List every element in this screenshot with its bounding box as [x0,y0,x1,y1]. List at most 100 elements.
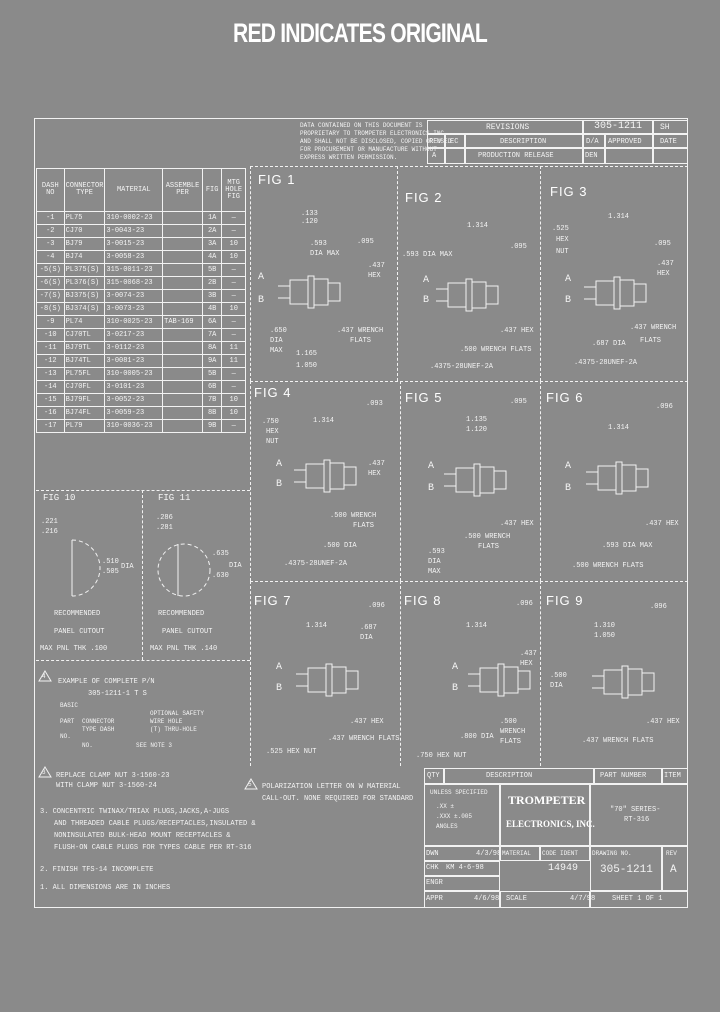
drawing-no-value: 305-1211 [600,864,653,876]
connector-type-cell: PL75FL [63,367,106,381]
fig-cell: 6B [201,380,223,394]
dash-no-header: DASH NO [36,168,65,212]
mtg-hole-fig-cell: — [221,289,246,303]
dimension-label: .593 DIA MAX [602,542,653,550]
note-text: OPTIONAL SAFETY [150,710,205,717]
note-text: FLUSH-ON CABLE PLUGS FOR TYPES CABLE PER… [54,844,252,852]
dimension-label: FLATS [640,337,662,345]
dimension-label: DIA [270,337,283,345]
dimension-label: .095 [654,240,671,248]
drawing-title: RT-316 [624,816,650,824]
connector-type-cell: BJ74FL [63,406,106,420]
dimension-label: DIA [229,562,242,570]
dimension-label: .096 [368,602,385,610]
assemble-per-cell [162,250,203,264]
grid-line [250,381,251,581]
dash-no-cell: -9 [36,315,65,329]
material-cell: 3-0112-23 [104,341,164,355]
company-logo: ELECTRONICS, INC. [506,819,595,829]
qty-header: QTY [427,772,440,780]
figure-label: FIG 11 [158,493,191,503]
grid-line [540,381,541,581]
fig-cell: 8B [201,406,223,420]
part-number-header: PART NUMBER [600,772,647,780]
note-triangle-icon [244,778,258,790]
dimension-label: .800 DIA [460,733,494,741]
dimension-label: NUT [266,438,279,446]
appr-label: APPR [426,895,443,903]
grid-line [250,381,688,382]
terminal-b-label: B [452,683,459,694]
code-ident-label: CODE IDENT [542,850,579,857]
dimension-label: .095 [510,243,527,251]
fig-cell: 9A [201,354,223,368]
chk-label: CHK [426,864,439,872]
fig-cell: 2B [201,276,223,290]
tolerance-value: ANGLES [436,823,458,830]
dimension-label: 1.314 [306,622,328,630]
assemble-per-cell [162,367,203,381]
grid-line [540,166,541,381]
panel-cutout-drawing [71,539,101,597]
terminal-a-label: A [428,461,435,472]
dimension-label: DIA [550,682,563,690]
dimension-label: 1.310 [594,622,616,630]
caption: RECOMMENDED [158,610,205,618]
figure-label: FIG 4 [254,385,292,400]
material-cell: 3-0101-23 [104,380,164,394]
dimension-label: .281 [156,524,173,532]
dimension-label: .437 HEX [645,520,679,528]
dimension-label: .096 [656,403,673,411]
note-text: CALL-OUT. NONE REQUIRED FOR STANDARD [262,795,414,803]
dimension-label: .500 WRENCH FLATS [460,346,532,354]
rev-col-header: REV [429,138,442,146]
connector-drawing [443,463,507,497]
connector-drawing [435,278,499,312]
drawing-title: "70" SERIES- [610,806,661,814]
dimension-label: .096 [516,600,533,608]
dimension-label: WRENCH [500,728,526,736]
tolerance-value: .XXX ±.005 [436,813,473,820]
note-text: EXAMPLE OF COMPLETE P/N [58,678,155,686]
fig-cell: 4A [201,250,223,264]
description-col-header: DESCRIPTION [500,138,547,146]
dimension-label: .593 [310,240,327,248]
material-cell: 3-0043-23 [104,224,164,238]
note-text: NO. [60,733,71,740]
mtg-hole-fig-cell: 11 [221,354,246,368]
dash-no-cell: -2 [36,224,65,238]
revisions-title: REVISIONS [486,123,530,132]
dimension-label: .096 [650,603,667,611]
terminal-a-label: A [258,272,265,283]
dimension-label: .095 [357,238,374,246]
material-cell: 310-0005-23 [104,367,164,381]
ec-col-header: EC [450,138,459,146]
grid-line [400,581,401,766]
dimension-label: 1.050 [296,362,318,370]
company-logo: TROMPETER [508,793,586,807]
dimension-label: .437 [368,262,385,270]
grid-line [540,581,541,766]
dimension-label: .093 [366,400,383,408]
fig-header: FIG [201,168,223,212]
assemble-per-cell [162,211,203,225]
assemble-per-cell [162,380,203,394]
terminal-b-label: B [428,483,435,494]
dash-no-cell: -11 [36,341,65,355]
grid-line [250,581,688,582]
connector-type-cell: PL79 [63,419,106,433]
note-text: NONINSULATED BULK-HEAD MOUNT RECEPTACLES… [54,832,231,840]
dimension-label: 1.314 [608,213,630,221]
appr-date: 4/6/98 [474,895,500,903]
connector-type-cell: PL74 [63,315,106,329]
dimension-label: .500 [550,672,567,680]
connector-type-cell: BJ79 [63,237,106,251]
dimension-label: .437 HEX [500,520,534,528]
dash-no-cell: -16 [36,406,65,420]
